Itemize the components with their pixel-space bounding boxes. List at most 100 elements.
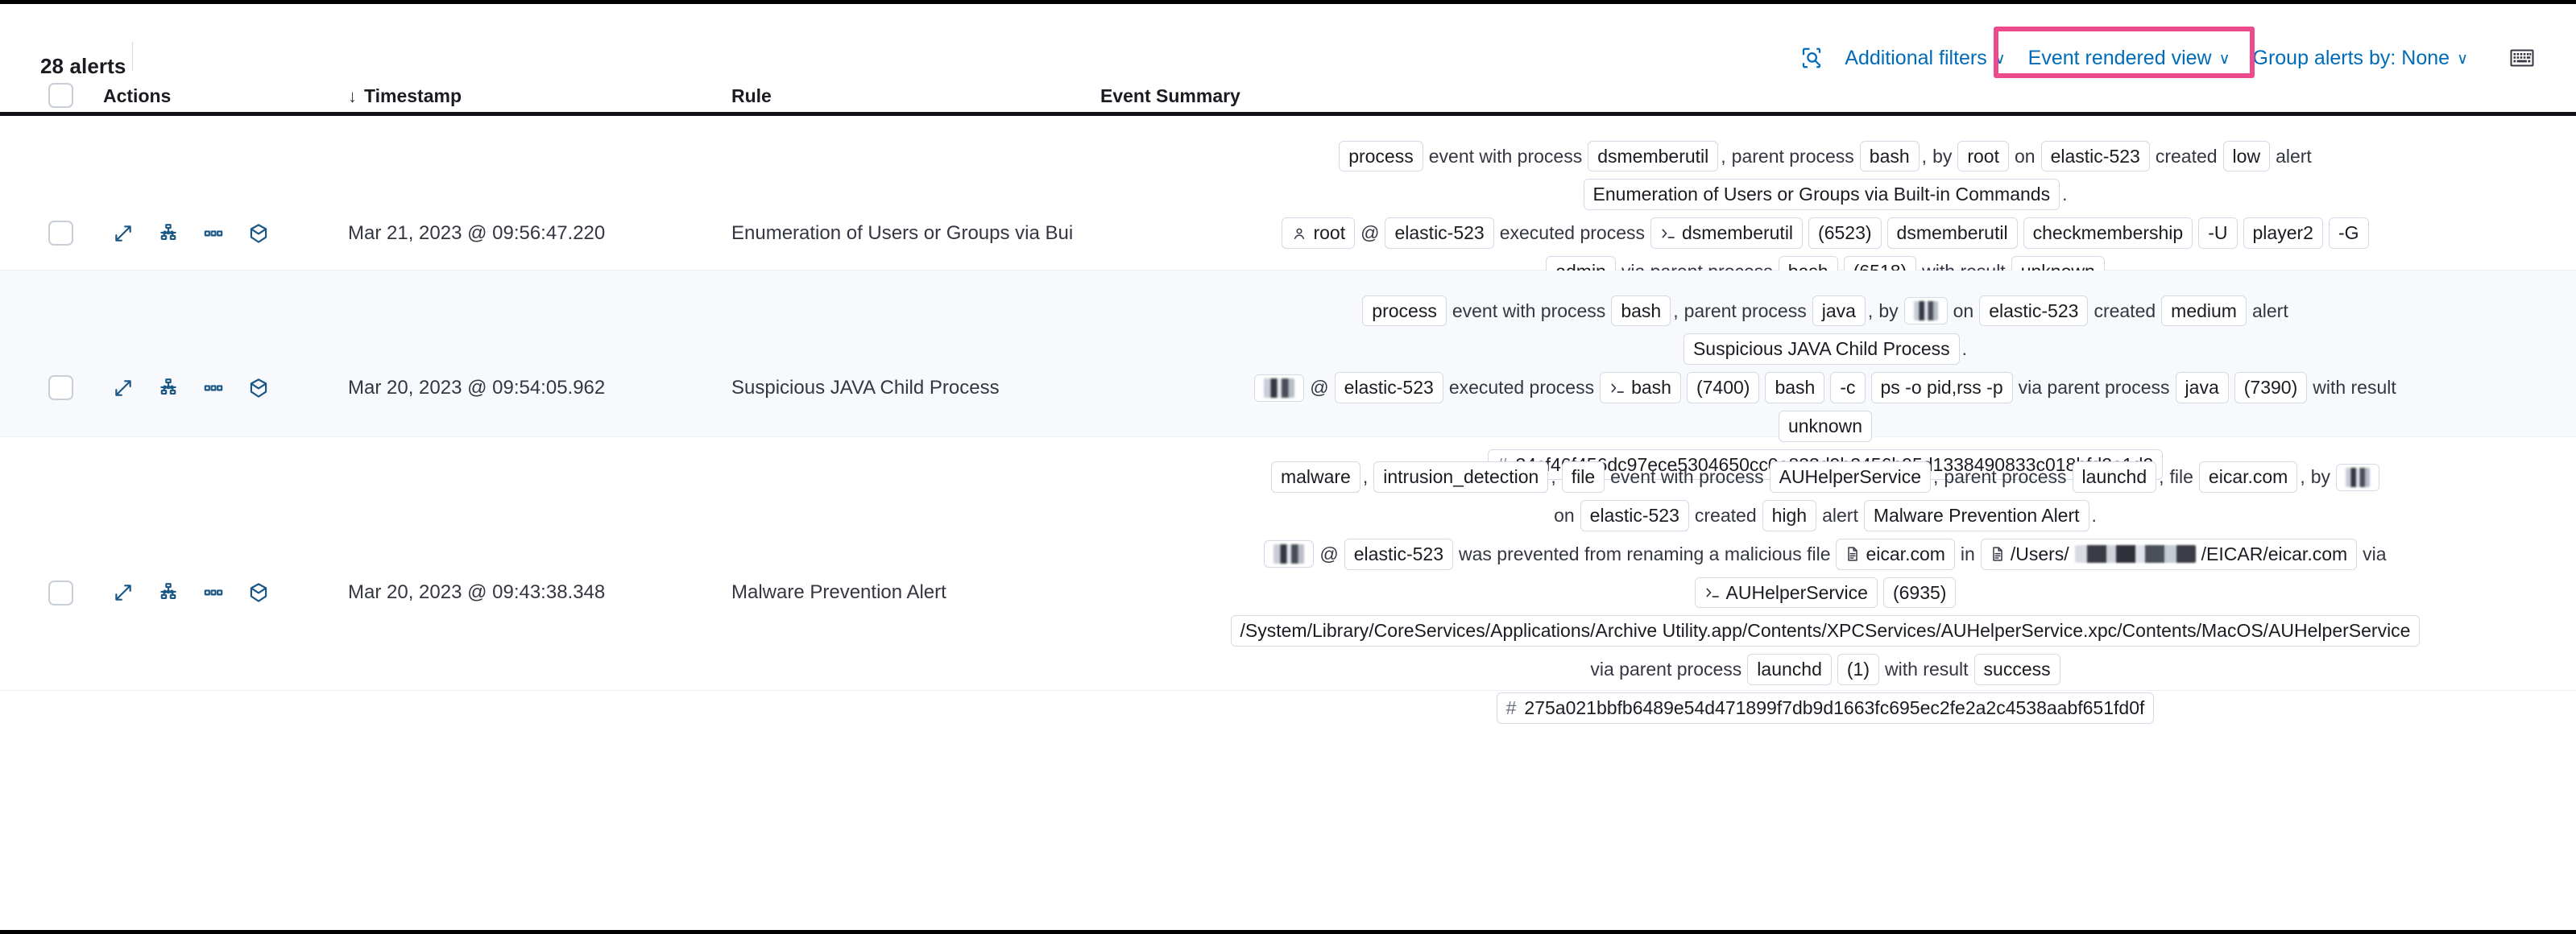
session-view-icon[interactable] [245, 374, 272, 402]
summary-chip[interactable]: dsmemberutil [1588, 140, 1719, 172]
keyboard-icon[interactable] [2500, 43, 2544, 72]
summary-chip[interactable]: bash [1765, 372, 1825, 403]
summary-chip[interactable]: Suspicious JAVA Child Process [1683, 333, 1960, 366]
analyzer-icon[interactable] [155, 220, 182, 247]
row-rule[interactable]: Malware Prevention Alert [731, 581, 946, 603]
summary-chip[interactable]: elastic-523 [1334, 372, 1443, 403]
additional-filters-label: Additional filters [1845, 46, 1987, 69]
more-actions-icon[interactable] [200, 374, 227, 402]
summary-chip[interactable]: process [1339, 140, 1423, 172]
summary-chip[interactable]: (6935) [1882, 577, 1957, 609]
summary-chip[interactable]: -U [2198, 217, 2238, 249]
summary-chip[interactable]: java [2175, 372, 2229, 403]
summary-chip[interactable]: Malware Prevention Alert [1863, 500, 2089, 531]
summary-chip[interactable]: root [1957, 140, 2009, 172]
summary-chip-label: dsmemberutil [1682, 222, 1794, 244]
summary-chip[interactable]: medium [2161, 295, 2247, 327]
expand-icon[interactable] [110, 220, 137, 247]
more-actions-icon[interactable] [200, 220, 227, 247]
summary-chip[interactable] [2336, 463, 2380, 491]
summary-text: was prevented from renaming a malicious … [1459, 543, 1831, 564]
session-view-icon[interactable] [245, 220, 272, 247]
summary-chip[interactable]: intrusion_detection [1373, 461, 1549, 494]
summary-chip[interactable]: AUHelperService [1769, 461, 1932, 494]
summary-chip[interactable]: elastic-523 [1344, 538, 1453, 570]
summary-chip[interactable]: elastic-523 [1979, 295, 2089, 327]
summary-chip[interactable]: launchd [1747, 654, 1832, 685]
summary-text: @ [1310, 377, 1329, 398]
more-actions-icon [204, 384, 223, 391]
row-select-checkbox[interactable] [48, 375, 73, 400]
row-rule[interactable]: Enumeration of Users or Groups via Bui [731, 221, 1074, 244]
column-header-timestamp[interactable]: ↓ Timestamp [348, 85, 462, 107]
summary-chip[interactable]: dsmemberutil [1650, 217, 1804, 249]
summary-chip[interactable]: malware [1270, 461, 1360, 494]
summary-chip-label: checkmembership [2032, 222, 2184, 244]
summary-chip[interactable]: player2 [2243, 217, 2323, 249]
summary-chip[interactable]: (1) [1837, 654, 1879, 685]
inspect-icon[interactable] [1790, 41, 1833, 75]
summary-chip[interactable]: (6523) [1808, 217, 1882, 249]
summary-chip-label: /Users/ [2010, 543, 2069, 564]
select-all-checkbox[interactable] [48, 83, 73, 108]
event-rendered-view-button[interactable]: Event rendered view ∨ [2017, 42, 2242, 75]
additional-filters-button[interactable]: Additional filters ∨ [1833, 42, 2016, 75]
analyzer-icon[interactable] [155, 374, 182, 402]
summary-chip[interactable]: bash [1600, 372, 1681, 403]
summary-text: on [1554, 505, 1575, 526]
analyzer-icon[interactable] [155, 579, 182, 606]
summary-chip-label: bash [1775, 377, 1816, 399]
summary-chip-label: malware [1280, 466, 1351, 488]
summary-chip[interactable]: (7390) [2234, 372, 2308, 403]
expand-icon[interactable] [110, 374, 137, 402]
summary-punctuation: , [2159, 466, 2164, 488]
summary-chip[interactable]: checkmembership [2023, 217, 2193, 249]
summary-chip[interactable]: elastic-523 [2040, 140, 2150, 172]
toolbar-divider [132, 42, 133, 71]
summary-chip[interactable]: /System/Library/CoreServices/Application… [1230, 615, 2421, 647]
summary-chip[interactable]: root [1282, 217, 1356, 249]
group-alerts-by-button[interactable]: Group alerts by: None ∨ [2242, 42, 2480, 75]
row-rule[interactable]: Suspicious JAVA Child Process [731, 376, 1000, 399]
summary-chip[interactable]: AUHelperService [1694, 577, 1878, 609]
summary-chip-label: launchd [2081, 466, 2147, 488]
summary-chip-label: (7400) [1696, 377, 1750, 399]
more-actions-icon[interactable] [200, 579, 227, 606]
summary-chip[interactable]: success [1973, 654, 2060, 685]
summary-chip[interactable]: file [1561, 461, 1605, 494]
summary-chip[interactable] [1903, 297, 1948, 324]
summary-chip[interactable]: eicar.com [1836, 538, 1955, 570]
summary-chip[interactable]: process [1362, 295, 1447, 327]
summary-chip[interactable] [1254, 374, 1305, 402]
summary-chip[interactable]: eicar.com [2198, 461, 2298, 494]
summary-chip[interactable]: -G [2328, 217, 2369, 249]
summary-chip[interactable]: bash [1859, 140, 1920, 172]
session-view-icon[interactable] [245, 579, 272, 606]
summary-chip[interactable]: Enumeration of Users or Groups via Built… [1583, 179, 2060, 211]
summary-chip[interactable]: low [2222, 140, 2271, 172]
summary-chip[interactable]: /Users//EICAR/eicar.com [1980, 538, 2358, 570]
summary-chip[interactable]: (7400) [1686, 372, 1760, 403]
summary-chip[interactable]: dsmemberutil [1886, 217, 2018, 249]
summary-chip[interactable]: java [1812, 295, 1866, 327]
summary-chip[interactable]: high [1762, 500, 1817, 531]
summary-chip[interactable]: -c [1830, 372, 1866, 403]
summary-text: created [2155, 145, 2218, 167]
summary-chip[interactable]: bash [1611, 295, 1671, 327]
summary-chip[interactable] [1264, 540, 1315, 568]
chevron-down-icon: ∨ [2218, 50, 2230, 68]
summary-chip[interactable]: elastic-523 [1580, 500, 1689, 531]
row-select-checkbox[interactable] [48, 580, 73, 605]
summary-chip[interactable]: #275a021bbfb6489e54d471899f7db9d1663fc69… [1496, 692, 2155, 724]
summary-text: @ [1360, 222, 1380, 243]
summary-chip[interactable]: unknown [1778, 410, 1873, 442]
expand-icon[interactable] [110, 579, 137, 606]
summary-chip[interactable]: elastic-523 [1385, 217, 1494, 249]
row-select-checkbox[interactable] [48, 221, 73, 246]
summary-chip[interactable]: ps -o pid,rss -p [1870, 372, 2013, 403]
summary-chip[interactable]: launchd [2072, 461, 2157, 494]
